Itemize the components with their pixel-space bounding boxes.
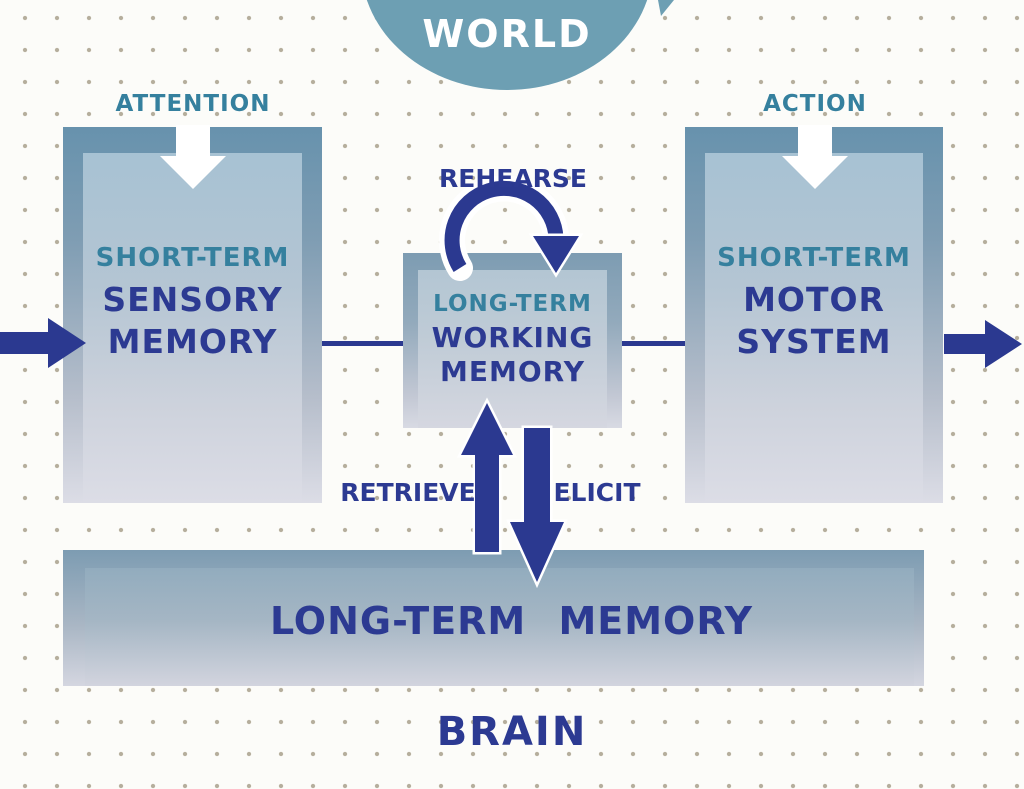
long-term-memory-label: LONG-TERM MEMORY bbox=[269, 599, 754, 643]
sensory-memory-box bbox=[63, 127, 322, 503]
sensory-title-line1: SENSORY bbox=[102, 280, 283, 319]
brain-label: BRAIN bbox=[436, 709, 588, 755]
sensory-title-line2: MEMORY bbox=[107, 322, 278, 362]
working-memory-text: LONG-TERM WORKING MEMORY bbox=[403, 291, 622, 389]
long-term-memory-box bbox=[63, 550, 924, 686]
motor-system-text: SHORT-TERM MOTOR SYSTEM bbox=[685, 243, 943, 363]
box-inner-panel bbox=[85, 568, 914, 686]
world-ellipse: WORLD bbox=[361, 0, 653, 90]
working-title-line1: WORKING bbox=[431, 321, 594, 354]
teal-sliver-icon bbox=[658, 0, 674, 16]
sensory-memory-text: SHORT-TERM SENSORY MEMORY bbox=[63, 243, 322, 363]
retrieve-label: RETRIEVE bbox=[340, 478, 476, 507]
motor-title-line2: SYSTEM bbox=[736, 322, 892, 362]
connector-line-right bbox=[622, 341, 685, 346]
connector-line-left bbox=[322, 341, 403, 346]
box-inner-panel bbox=[83, 153, 302, 503]
working-subtitle: LONG-TERM bbox=[433, 291, 592, 317]
sensory-subtitle: SHORT-TERM bbox=[95, 243, 290, 273]
rehearse-label: REHEARSE bbox=[438, 164, 587, 193]
working-title-line2: MEMORY bbox=[440, 355, 585, 389]
box-inner-panel bbox=[705, 153, 923, 503]
motor-system-box bbox=[685, 127, 943, 503]
output-arrow-icon bbox=[944, 320, 1022, 368]
elicit-label: ELICIT bbox=[553, 478, 641, 507]
motor-subtitle: SHORT-TERM bbox=[717, 243, 911, 273]
action-label: ACTION bbox=[763, 91, 867, 117]
attention-label: ATTENTION bbox=[115, 91, 271, 117]
world-label: WORLD bbox=[422, 12, 592, 56]
motor-title-line1: MOTOR bbox=[743, 280, 885, 319]
